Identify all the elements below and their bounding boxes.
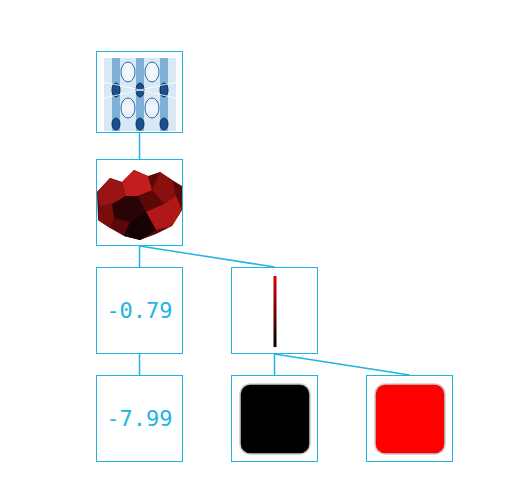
tree-connector — [139, 133, 141, 159]
contour-plot — [104, 58, 176, 131]
value-box: -7.99 — [96, 375, 183, 462]
value-box: -0.79 — [96, 267, 183, 354]
image-box — [96, 159, 183, 246]
image-box — [231, 267, 318, 354]
tree-connector — [275, 354, 410, 375]
image-box — [366, 375, 453, 462]
image-box — [231, 375, 318, 462]
tree-connector — [139, 246, 141, 267]
surface-plot — [97, 170, 182, 240]
tree-connector — [274, 354, 276, 375]
tree-connector — [140, 246, 275, 267]
tree-connector — [139, 354, 141, 375]
black-swatch — [240, 384, 310, 454]
value-label: -7.99 — [105, 406, 173, 431]
red-swatch — [375, 384, 445, 454]
image-box — [96, 51, 183, 133]
colorbar — [274, 276, 277, 347]
value-label: -0.79 — [105, 298, 173, 323]
